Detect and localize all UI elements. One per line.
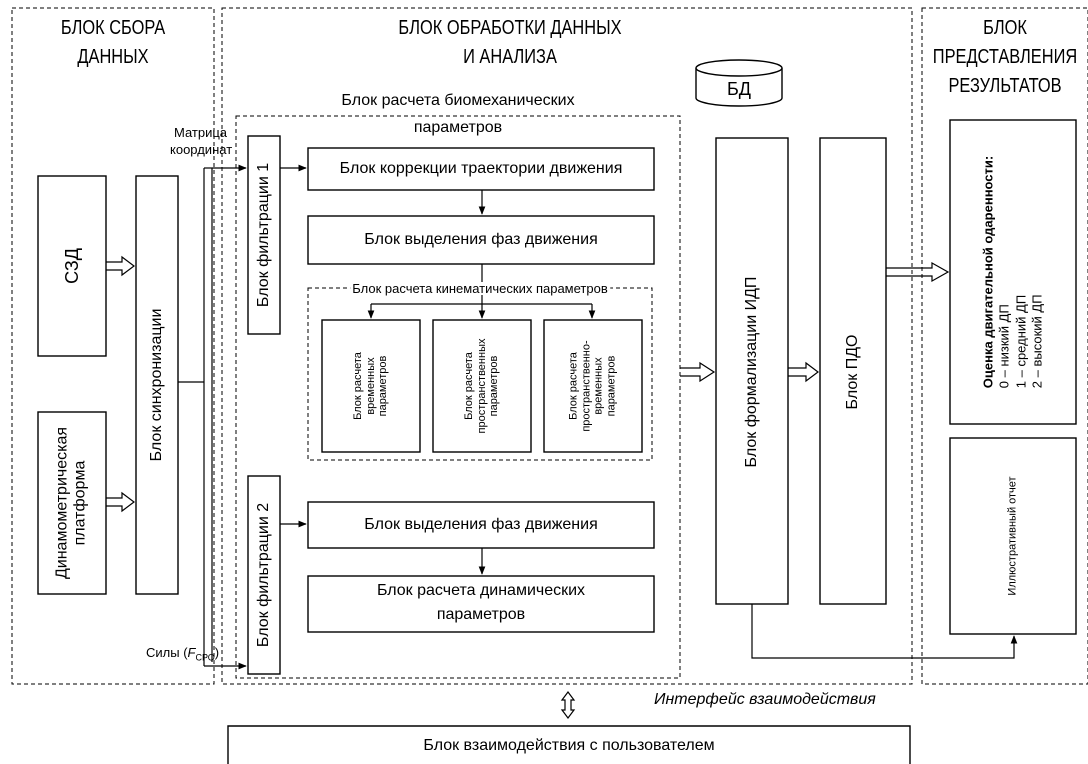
dynamic-label: Блок расчета динамических bbox=[376, 582, 586, 599]
pdo-label: Блок ПДО bbox=[844, 334, 861, 410]
results-column-title-3: РЕЗУЛЬТАТОВ bbox=[948, 75, 1062, 97]
filter1-box bbox=[247, 135, 281, 335]
biomech-title-2: параметров bbox=[413, 119, 503, 136]
szd-label: СЗД bbox=[62, 248, 82, 284]
idp-box bbox=[715, 137, 789, 605]
k2-box bbox=[432, 319, 532, 453]
matrix-label: Матрица bbox=[174, 125, 228, 140]
results-column-title: БЛОК bbox=[983, 17, 1027, 39]
phases2-label: Блок выделения фаз движения bbox=[364, 516, 598, 533]
sync-label: Блок синхронизации bbox=[148, 308, 165, 462]
dynamic-label-2: параметров bbox=[436, 606, 526, 623]
collect-column-frame bbox=[11, 7, 215, 685]
matrix-label-2: координат bbox=[170, 142, 233, 157]
pdo-box bbox=[819, 137, 887, 605]
szd-box bbox=[37, 175, 107, 357]
filter2-label: Блок фильтрации 2 bbox=[255, 502, 272, 648]
platform-box bbox=[37, 411, 107, 595]
phases2-box bbox=[307, 501, 655, 549]
kinematic-title: Блок расчета кинематических параметров bbox=[350, 281, 610, 296]
filter2-box bbox=[247, 475, 281, 675]
trajectory-box bbox=[307, 147, 655, 191]
phases1-label: Блок выделения фаз движения bbox=[364, 231, 598, 248]
db-label: БД bbox=[726, 79, 752, 99]
collect-column-title: БЛОК СБОРА bbox=[60, 17, 166, 39]
dynamic-box bbox=[307, 575, 655, 633]
hollow-arrows bbox=[106, 255, 950, 719]
process-column-frame bbox=[221, 7, 913, 685]
trajectory-label: Блок коррекции траектории движения bbox=[339, 160, 623, 177]
assessment-title: Оценка двигательной одаренности: bbox=[980, 155, 996, 389]
idp-label: Блок формализации ИДП bbox=[743, 276, 760, 468]
biomech-frame bbox=[235, 115, 681, 679]
collect-column-title-2: ДАННЫХ bbox=[77, 46, 149, 68]
assessment-level-1: 1 – средний ДП bbox=[1013, 294, 1028, 389]
phases1-box bbox=[307, 215, 655, 265]
assessment-box bbox=[949, 119, 1077, 425]
process-column-title: БЛОК ОБРАБОТКИ ДАННЫХ bbox=[398, 17, 622, 39]
process-column-title-2: И АНАЛИЗА bbox=[463, 46, 557, 68]
assessment-level-2: 2 – высокий ДП bbox=[1029, 294, 1045, 389]
report-box bbox=[949, 437, 1077, 635]
assessment-level-0: 0 – низкий ДП bbox=[996, 304, 1012, 389]
interface-label: Интерфейс взаимодействия bbox=[654, 691, 876, 708]
results-column-frame bbox=[921, 7, 1088, 685]
forces-label: Силы (FСРО) bbox=[146, 645, 220, 663]
assessment-label: Оценка двигательной одаренности: 0 – низ… bbox=[981, 156, 1046, 388]
k3-box bbox=[543, 319, 643, 453]
user-block-frame bbox=[227, 725, 911, 764]
results-column-title-2: ПРЕДСТАВЛЕНИЯ bbox=[932, 46, 1078, 68]
biomech-title: Блок расчета биомеханических bbox=[341, 92, 575, 109]
filter1-label: Блок фильтрации 1 bbox=[255, 162, 272, 308]
sync-wiring bbox=[178, 164, 247, 670]
user-block-label: Блок взаимодействия с пользователем bbox=[423, 737, 715, 754]
db-cylinder bbox=[695, 59, 783, 107]
report-label: Иллюстративный отчет bbox=[1006, 476, 1019, 596]
sync-box bbox=[135, 175, 179, 595]
k1-box bbox=[321, 319, 421, 453]
